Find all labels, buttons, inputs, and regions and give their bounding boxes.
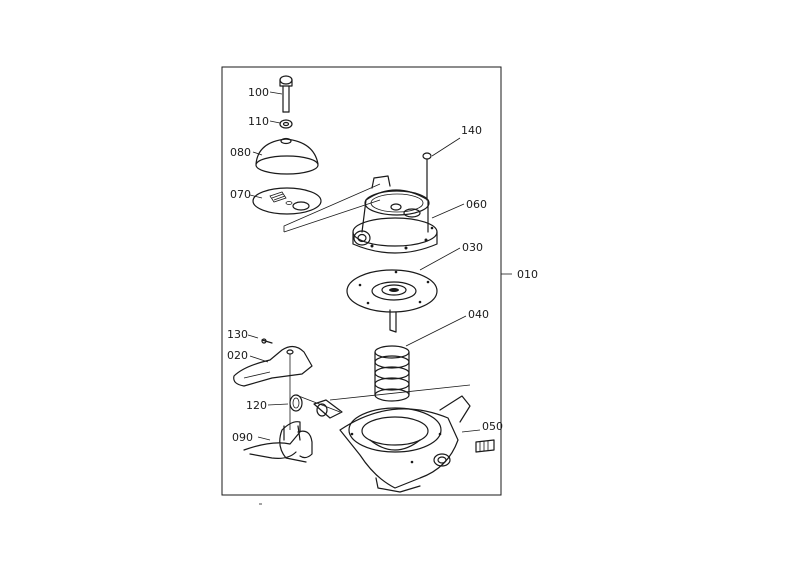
part-090-spring-clip [243,421,313,463]
label-110: 110 [248,115,269,128]
part-110-washer [279,119,293,129]
label-030: 030 [462,241,483,254]
part-020-lever-arm [233,345,313,430]
label-090: 090 [232,431,253,444]
part-040-spring [374,345,410,402]
label-140: 140 [461,124,482,137]
part-140-screw [422,152,432,201]
label-120: 120 [246,399,267,412]
label-020: 020 [227,349,248,362]
part-120-o-ring [289,394,303,412]
label-080: 080 [230,146,251,159]
label-040: 040 [468,308,489,321]
label-130: 130 [227,328,248,341]
label-100: 100 [248,86,269,99]
diagram-frame [221,66,502,496]
part-060-upper-housing [352,175,438,254]
part-050-plug [475,439,495,453]
part-050-lower-body [295,384,471,493]
part-030-diaphragm [346,269,438,333]
label-070: 070 [230,188,251,201]
part-080-dome-cover [255,137,319,175]
label-060: 060 [466,198,487,211]
label-050: 050 [482,420,503,433]
part-130-screw [261,338,273,344]
label-010: 010 [517,268,538,281]
part-070-valve-plate [252,187,322,215]
part-100-bolt [279,75,293,113]
